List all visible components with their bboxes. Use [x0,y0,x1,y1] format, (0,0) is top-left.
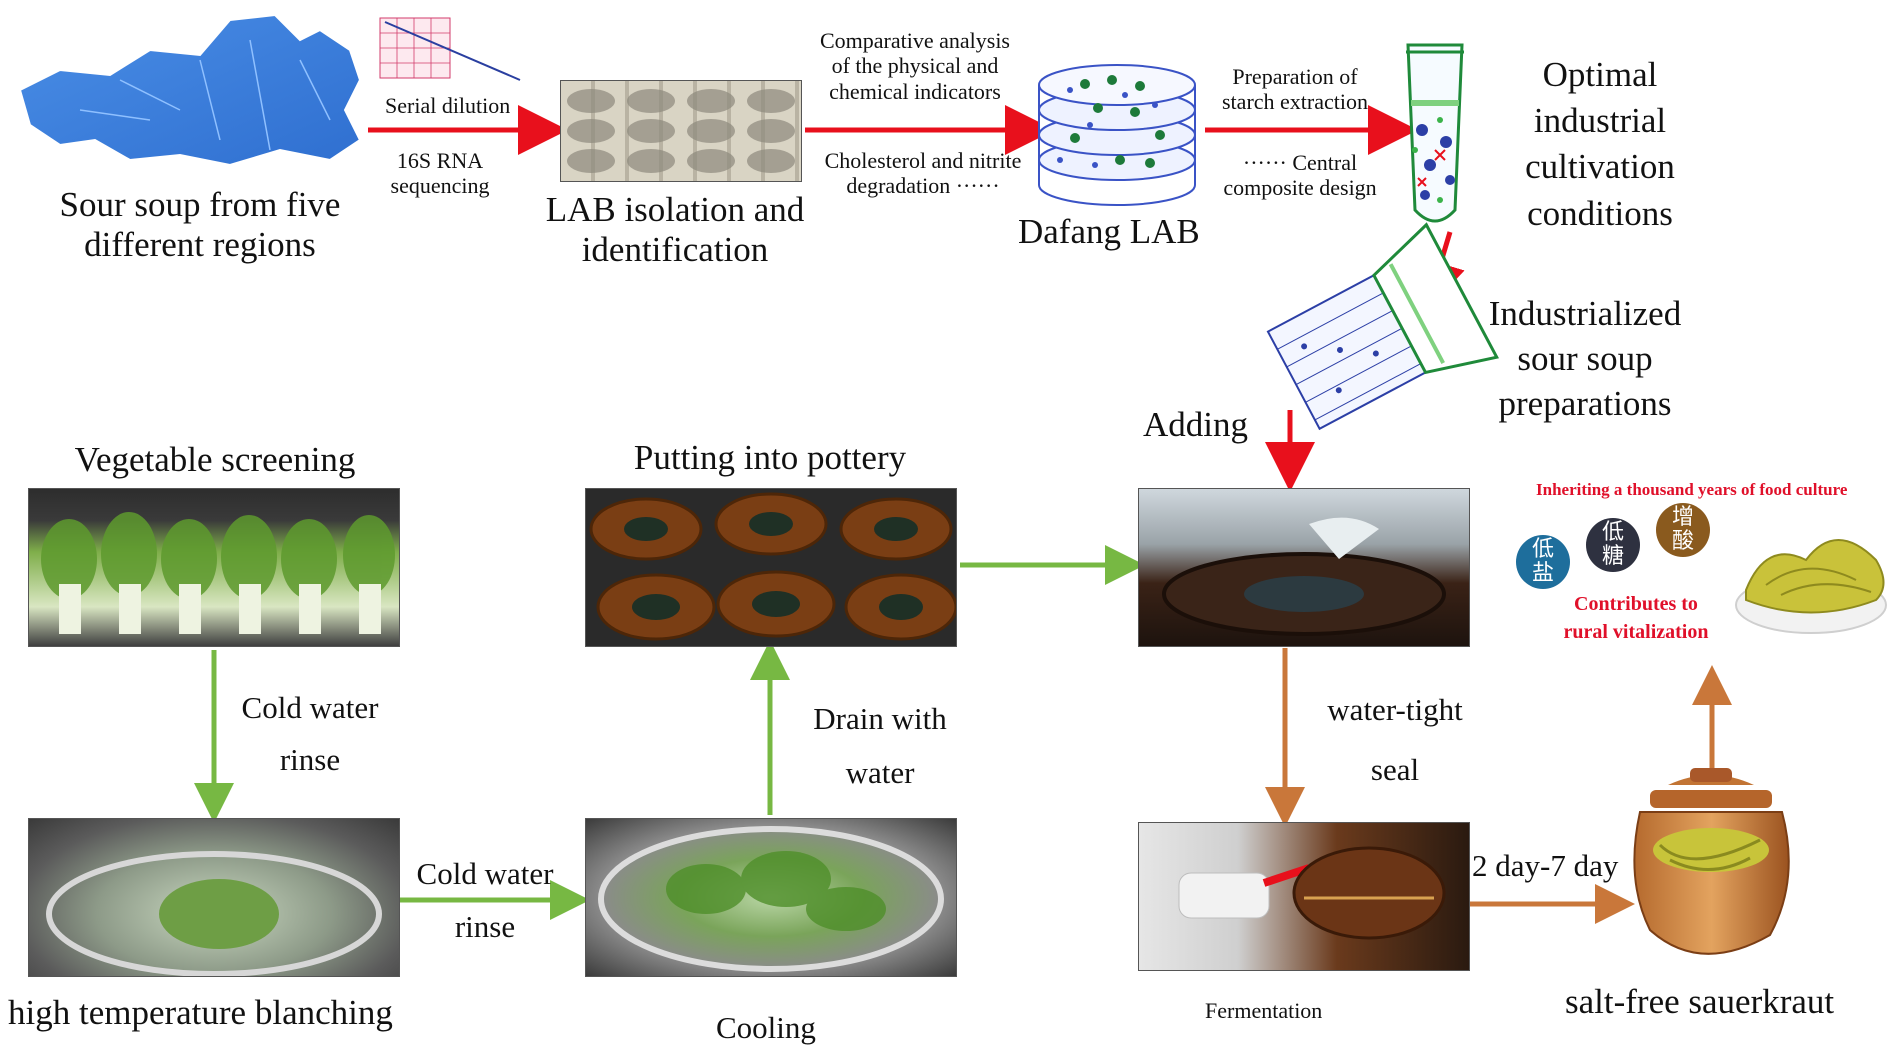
petri-dish-stack [1038,64,1196,206]
edge-drain-line1: Drain with [813,701,947,736]
edge-adding: Adding [1143,405,1248,444]
badge-more-acid-label: 增酸 [1671,505,1694,554]
edge-drain: Drain with water [795,692,965,801]
node-putting-into-pottery: Putting into pottery [633,438,907,477]
edge-days: 2 day-7 day [1472,848,1619,883]
badge-low-salt-label: 低盐 [1531,537,1554,586]
edge-rna-seq: 16S RNA sequencing [385,148,495,199]
badge-low-sugar: 低糖 [1586,518,1640,572]
edge-starch-line2: starch extraction [1222,89,1368,115]
edge-cold-rinse-1-line1: Cold water [241,690,379,725]
edge-comparative: Comparative analysis of the physical and… [800,28,1030,104]
culture-caption-line2: rural vitalization [1563,621,1709,643]
node-lab-isolation: LAB isolation and identification [530,190,820,271]
node-industrialized: Industrialized sour soup preparations [1465,292,1705,426]
node-sour-soup-line1: Sour soup from five [59,185,341,224]
node-cooling: Cooling [716,1010,816,1045]
badge-more-acid: 增酸 [1656,503,1710,557]
lab-plates-pattern [567,89,795,173]
tilted-beaker [1266,222,1500,431]
fermentation-photo [1138,822,1470,971]
edge-central-line2: composite design [1223,175,1377,201]
node-fermentation: Fermentation [1205,998,1323,1023]
edge-cold-rinse-2: Cold water rinse [400,848,570,953]
edge-comparative-line3: chemical indicators [829,78,1001,104]
culture-heading: Inheriting a thousand years of food cult… [1536,480,1848,499]
adding-jar-lid [1162,517,1446,636]
dilution-grid-icon [379,17,521,81]
edge-rna-seq-line2: sequencing [390,173,490,199]
adding-photo [1138,488,1470,647]
edge-serial-dilution: Serial dilution [385,93,511,118]
edge-comparative-line1: Comparative analysis [819,28,1010,53]
edge-cholesterol-line2: degradation ······ [846,173,1000,199]
badge-low-salt: 低盐 [1516,535,1570,589]
node-optimal-line3: cultivation [1525,147,1675,187]
node-dafang-lab: Dafang LAB [1018,212,1200,251]
node-vegetable-screening: Vegetable screening [74,440,356,479]
node-optimal-line2: industrial [1533,101,1667,141]
edge-water-tight-line2: seal [1370,752,1420,788]
node-industrialized-line3: preparations [1498,383,1672,423]
test-tube [1406,43,1464,223]
edge-drain-line2: water [845,755,915,791]
edge-central: ······ Central composite design [1210,150,1390,201]
edge-water-tight-line1: water-tight [1327,692,1463,727]
cooling-pot [598,826,944,972]
node-high-temp-blanching: high temperature blanching [8,993,393,1032]
node-industrialized-line1: Industrialized [1488,294,1682,333]
node-lab-isolation-line1: LAB isolation and [545,190,805,229]
lab-plates-photo [560,80,802,182]
edge-cholesterol: Cholesterol and nitrite degradation ····… [808,148,1038,199]
fermentation-scene [1178,846,1446,940]
edge-central-line1: ······ Central [1242,150,1358,175]
culture-caption: Contributes to rural vitalization [1556,590,1716,646]
blanching-photo [28,818,400,977]
sauerkraut-jar [1633,768,1790,955]
region-map [18,13,362,167]
node-industrialized-line2: sour soup [1517,338,1653,378]
edge-comparative-line2: of the physical and [831,53,999,79]
culture-panel: Inheriting a thousand years of food cult… [1516,470,1901,645]
vegetable-leaves [41,512,395,634]
edge-cold-rinse-1-line2: rinse [279,742,341,778]
vegetable-screening-photo [28,488,400,647]
node-lab-isolation-line2: identification [581,230,769,270]
sauerkraut-bowl-image [1735,539,1887,634]
badge-low-sugar-label: 低糖 [1601,520,1624,569]
node-optimal-conditions: Optimal industrial cultivation condition… [1500,52,1700,237]
node-optimal-line1: Optimal [1542,55,1658,94]
pottery-photo [585,488,957,647]
edge-cholesterol-line1: Cholesterol and nitrite [824,148,1022,173]
edge-starch-line1: Preparation of [1232,64,1358,89]
edge-water-tight: water-tight seal [1310,680,1480,801]
edge-cold-rinse-2-line2: rinse [454,908,516,944]
edge-starch: Preparation of starch extraction [1210,64,1380,115]
edge-rna-seq-line1: 16S RNA [396,148,484,173]
edge-cold-rinse-1: Cold water rinse [225,682,395,786]
node-sour-soup: Sour soup from five different regions [30,185,370,266]
blanching-pot [46,851,382,976]
node-sour-soup-line2: different regions [84,225,316,265]
node-salt-free: salt-free sauerkraut [1565,982,1835,1021]
pottery-lids [589,492,956,641]
cooling-photo [585,818,957,977]
node-optimal-line4: conditions [1527,193,1673,233]
edge-cold-rinse-2-line1: Cold water [416,856,554,891]
culture-caption-line1: Contributes to [1574,593,1698,615]
